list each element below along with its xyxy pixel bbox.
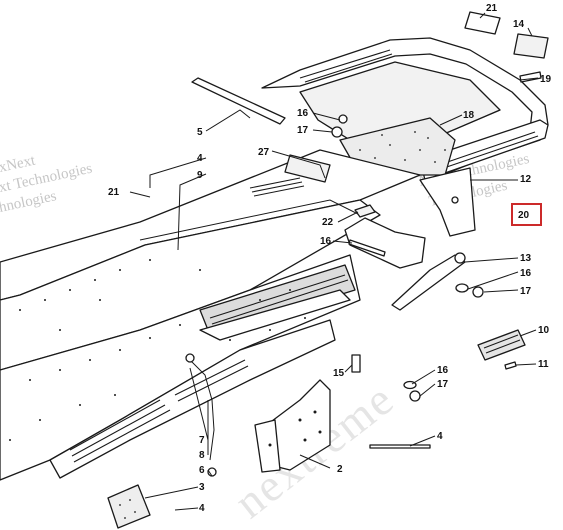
pad-22 (354, 204, 376, 218)
link-bracket (344, 217, 426, 269)
callout-9: 9 (197, 170, 203, 181)
rib-strip (199, 289, 351, 341)
trim-strip-5 (191, 77, 286, 125)
callout-4-top: 4 (197, 153, 203, 164)
plate-3 (107, 484, 151, 529)
callout-16-right: 16 (520, 268, 532, 279)
callout-22: 22 (322, 217, 334, 228)
callout-15: 15 (333, 368, 345, 379)
callout-20: 20 (518, 210, 530, 221)
callout-17-low: 17 (437, 379, 449, 390)
decal-14 (513, 33, 549, 59)
cable-line (189, 359, 215, 461)
nut-17-right (472, 286, 484, 298)
nut-17-top (331, 126, 343, 138)
callout-6: 6 (199, 465, 205, 476)
callout-13: 13 (520, 253, 532, 264)
bracket-2-holes (268, 410, 322, 447)
rear-bumper-assembly (261, 11, 549, 237)
callout-7: 7 (199, 435, 205, 446)
rod-4-right (369, 444, 431, 449)
plate-3-texture (119, 499, 136, 519)
callout-10: 10 (538, 325, 550, 336)
watermark-text-1: xNext (0, 152, 38, 175)
decal-21 (464, 11, 501, 35)
side-runner (199, 264, 356, 336)
bracket-hole (451, 196, 459, 204)
callout-4-bottom: 4 (199, 503, 205, 514)
reflector-hatching (483, 334, 521, 354)
leader-lines (129, 12, 539, 511)
skirt-hatching (69, 359, 249, 463)
callout-14: 14 (513, 19, 525, 30)
callout-21-left: 21 (108, 187, 120, 198)
lower-skirt (49, 319, 336, 479)
grommet-7 (185, 353, 195, 363)
bracket-2-flange (254, 419, 281, 473)
screw-11 (504, 361, 517, 370)
callout-16-top: 16 (297, 108, 309, 119)
callout-2: 2 (337, 464, 343, 475)
callout-17-right: 17 (520, 286, 532, 297)
callout-18: 18 (463, 110, 475, 121)
callout-4-right: 4 (437, 431, 443, 442)
callout-27: 27 (258, 147, 270, 158)
callouts: 21 14 19 18 16 17 5 4 9 21 27 12 20 22 1… (108, 3, 552, 514)
callout-8: 8 (199, 450, 205, 461)
nut-17-low (409, 390, 421, 402)
bolt-15 (351, 354, 361, 373)
callout-16-mid: 16 (320, 236, 332, 247)
callout-5: 5 (197, 127, 203, 138)
rod-13 (391, 254, 466, 311)
washer-16-right (455, 283, 469, 293)
flap-27 (284, 154, 331, 183)
highlight-box (511, 203, 542, 226)
screw-19 (519, 71, 542, 83)
callout-17-top: 17 (297, 125, 309, 136)
linkage-parts (344, 204, 484, 311)
washer-16-top (338, 114, 348, 124)
rod-end (454, 252, 466, 264)
tunnel-top-hatching (249, 177, 305, 197)
rivet-pattern (9, 259, 306, 441)
side-runner-hatching (209, 274, 349, 325)
callout-12: 12 (520, 174, 532, 185)
callout-3: 3 (199, 482, 205, 493)
callout-11: 11 (538, 359, 549, 370)
callout-21-top: 21 (486, 3, 498, 14)
bracket-plate (419, 167, 476, 237)
callout-19: 19 (540, 74, 552, 85)
reflector-10 (477, 329, 526, 361)
tunnel-body (0, 149, 421, 481)
callout-16-low: 16 (437, 365, 449, 376)
